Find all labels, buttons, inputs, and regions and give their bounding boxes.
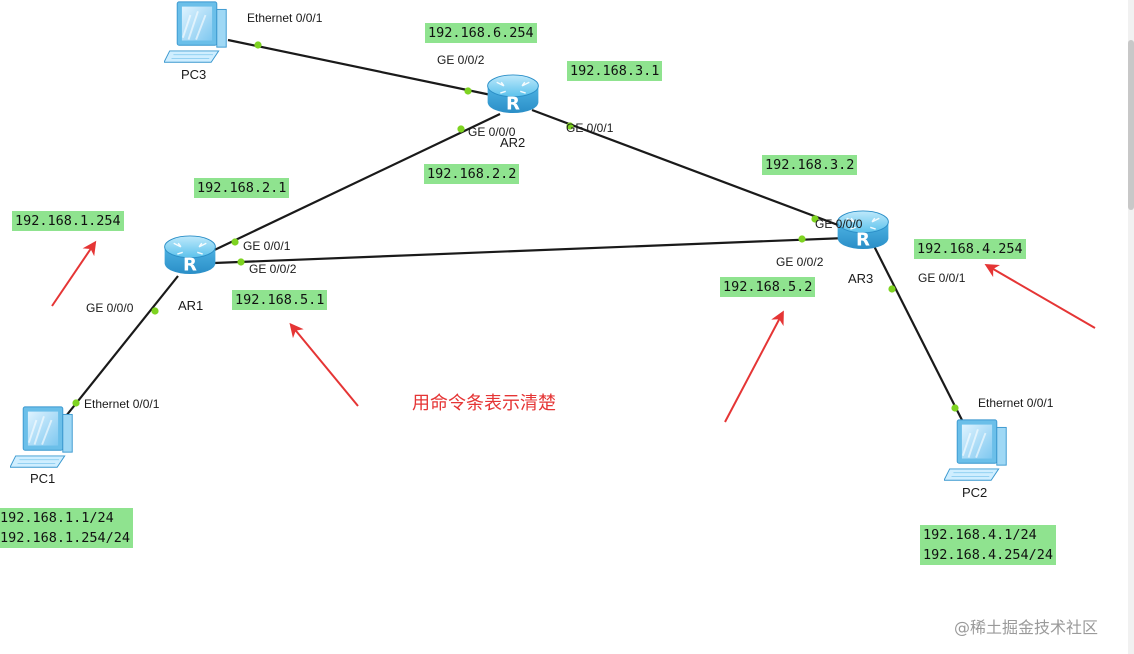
port-dot — [457, 125, 465, 133]
port-label-pc1-eth: Ethernet 0/0/1 — [84, 397, 160, 411]
ip-tag-ar3-ge000: 192.168.3.2 — [762, 155, 858, 175]
port-dot — [464, 87, 472, 95]
node-label-pc2: PC2 — [962, 485, 988, 500]
pc1-icon[interactable] — [10, 405, 74, 469]
port-dot — [566, 122, 574, 130]
port-dot — [237, 258, 245, 266]
annotation-arrows — [51, 240, 1096, 423]
pc1-ip-address: 192.168.1.1/24 — [0, 510, 114, 526]
ip-tag-ar3-ge002: 192.168.5.2 — [720, 277, 816, 297]
port-label-ar2-ge001: GE 0/0/1 — [566, 121, 614, 135]
port-dot — [811, 215, 819, 223]
pc3-icon[interactable] — [164, 0, 228, 64]
node-label-ar2: AR2 — [500, 135, 526, 150]
vertical-scrollbar[interactable] — [1128, 0, 1134, 654]
ip-tag-ar2-ge002: 192.168.6.254 — [425, 23, 537, 43]
ip-tag-ar2-ge000: 192.168.2.2 — [424, 164, 520, 184]
link-ar1-pc1 — [65, 275, 179, 417]
port-label-ar3-ge001: GE 0/0/1 — [918, 271, 966, 285]
port-label-ar3-ge000: GE 0/0/0 — [815, 217, 863, 231]
node-label-ar3: AR3 — [848, 271, 874, 286]
port-label-ar3-ge002: GE 0/0/2 — [776, 255, 824, 269]
node-label-pc3: PC3 — [181, 67, 207, 82]
ip-tag-ar2-ge001: 192.168.3.1 — [567, 61, 663, 81]
node-label-pc1: PC1 — [30, 471, 56, 486]
port-dot — [798, 235, 806, 243]
pc1-gateway: 192.168.1.254/24 — [0, 530, 131, 546]
arrow-to-ar3-ge002-ip — [724, 310, 784, 423]
router-ar2-icon[interactable] — [486, 74, 540, 116]
port-dot — [72, 399, 80, 407]
link-ar1-ar3 — [213, 236, 847, 265]
link-ar3-pc2 — [873, 245, 967, 429]
port-dot — [888, 285, 896, 293]
ip-tag-ar3-ge001: 192.168.4.254 — [914, 239, 1026, 259]
port-label-pc2-eth: Ethernet 0/0/1 — [978, 396, 1054, 410]
port-dot — [254, 41, 262, 49]
port-label-ar2-ge000: GE 0/0/0 — [468, 125, 516, 139]
pc2-gateway: 192.168.4.254/24 — [923, 547, 1054, 563]
arrow-to-ar3-ge001-ip — [984, 263, 1096, 329]
ip-tag-pc1: 192.168.1.1/24 192.168.1.254/24 — [0, 508, 134, 548]
ip-tag-ar1-ge000: 192.168.1.254 — [12, 211, 124, 231]
port-label-ar1-ge002: GE 0/0/2 — [249, 262, 297, 276]
port-dot — [151, 307, 159, 315]
port-dot — [231, 238, 239, 246]
arrow-to-ar1-ge002-ip — [289, 322, 359, 407]
scrollbar-thumb[interactable] — [1128, 40, 1134, 210]
router-ar1-icon[interactable] — [163, 235, 217, 277]
annotation-note: 用命令条表示清楚 — [412, 393, 556, 414]
link-pc3-ar2 — [227, 38, 497, 98]
ip-tag-ar1-ge001: 192.168.2.1 — [194, 178, 290, 198]
pc2-icon[interactable] — [944, 418, 1008, 482]
port-label-ar1-ge000: GE 0/0/0 — [86, 301, 134, 315]
ip-tag-pc2: 192.168.4.1/24 192.168.4.254/24 — [920, 525, 1057, 565]
arrow-to-ar1-ge000-ip — [51, 240, 97, 307]
watermark: @稀土掘金技术社区 — [954, 618, 1099, 637]
link-ar2-ar3 — [531, 108, 847, 230]
link-ar1-ar2 — [205, 113, 501, 255]
pc2-ip-address: 192.168.4.1/24 — [923, 527, 1037, 543]
node-label-ar1: AR1 — [178, 298, 204, 313]
port-dots — [72, 41, 959, 412]
ip-tag-ar1-ge002: 192.168.5.1 — [232, 290, 328, 310]
port-dot — [951, 404, 959, 412]
port-label-ar2-ge002: GE 0/0/2 — [437, 53, 485, 67]
port-label-ar1-ge001: GE 0/0/1 — [243, 239, 291, 253]
port-label-pc3-eth: Ethernet 0/0/1 — [247, 11, 323, 25]
